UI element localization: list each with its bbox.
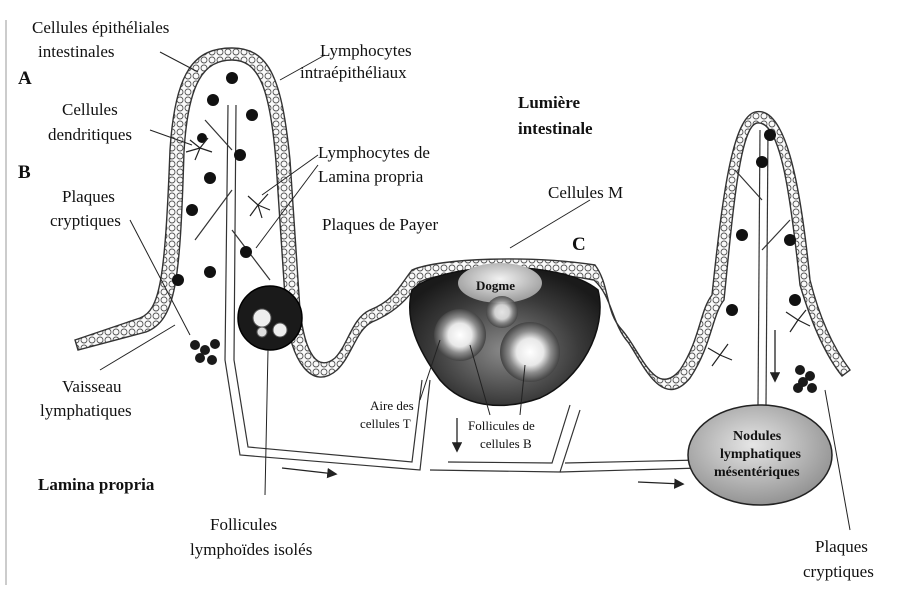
isolated-follicle-center: [257, 327, 267, 337]
label-cellules-m: Cellules M: [548, 183, 623, 202]
label-follicules-b-2: cellules B: [480, 436, 532, 451]
plaques-cryptiques-cluster: [190, 339, 220, 365]
plaques-cryptiques-cluster: [793, 365, 817, 393]
label-lamina-propria: Lamina propria: [38, 475, 155, 494]
label-vaisseau-1: Vaisseau: [62, 377, 122, 396]
label-cellules-epitheliales-1: Cellules épithéliales: [32, 18, 169, 37]
label-aire-cellules-t-1: Aire des: [370, 398, 414, 413]
b-follicle: [434, 309, 486, 361]
label-plaques-cryptiques-right-1: Plaques: [815, 537, 868, 556]
label-plaques-cryptiques-right-2: cryptiques: [803, 562, 874, 581]
label-plaques-de-payer: Plaques de Payer: [322, 215, 438, 234]
letter-a: A: [18, 68, 32, 89]
isolated-follicle-center: [253, 309, 271, 327]
label-nodules-2: lymphatiques: [720, 447, 801, 462]
label-follicules-isoles-1: Follicules: [210, 515, 277, 534]
label-vaisseau-2: lymphatiques: [40, 401, 132, 420]
isolated-follicle-center: [273, 323, 287, 337]
label-lumiere-1: Lumière: [518, 93, 580, 112]
label-nodules-3: mésentériques: [714, 465, 800, 480]
letter-c: C: [572, 234, 586, 255]
label-lymphocytes-intraepitheliaux-2: intraépithéliaux: [300, 63, 407, 82]
label-plaques-cryptiques-left-1: Plaques: [62, 187, 115, 206]
label-lumiere-2: intestinale: [518, 119, 593, 138]
label-nodules-1: Nodules: [733, 429, 782, 444]
label-lymphocytes-intraepitheliaux-1: Lymphocytes: [320, 41, 412, 60]
label-aire-cellules-t-2: cellules T: [360, 416, 411, 431]
label-cellules-epitheliales-2: intestinales: [38, 42, 114, 61]
label-lymphocytes-lamina-2: Lamina propria: [318, 167, 424, 186]
label-follicules-b-1: Follicules de: [468, 418, 535, 433]
label-cellules-dendritiques-2: dendritiques: [48, 125, 132, 144]
label-dogme: Dogme: [476, 278, 515, 293]
label-plaques-cryptiques-left-2: cryptiques: [50, 211, 121, 230]
label-lymphocytes-lamina-1: Lymphocytes de: [318, 143, 430, 162]
letter-b: B: [18, 162, 31, 183]
label-follicules-isoles-2: lymphoïdes isolés: [190, 540, 312, 559]
label-cellules-dendritiques-1: Cellules: [62, 100, 118, 119]
b-follicle: [486, 296, 518, 328]
b-follicle: [500, 322, 560, 382]
